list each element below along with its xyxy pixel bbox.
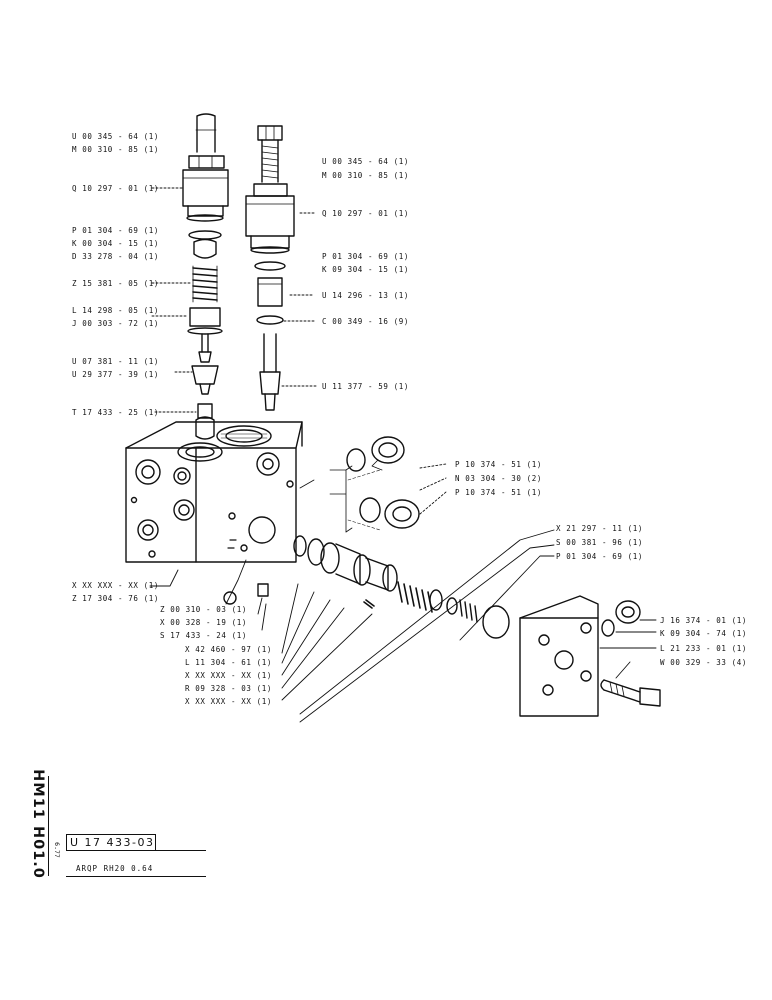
leader-lines [149,187,657,723]
part-label: X 21 297 - 11 (1) [556,524,643,533]
title-block-rule [48,776,49,876]
part-label: K 09 304 - 74 (1) [660,629,747,638]
valve-block [125,421,303,563]
part-number-box [66,834,156,850]
description-divider [66,876,206,877]
part-label: C 00 349 - 16 (9) [322,317,409,326]
part-label: W 00 329 - 33 (4) [660,658,747,667]
part-label: P 10 374 - 51 (1) [455,460,542,469]
part-label: Z 00 310 - 03 (1) [160,605,247,614]
part-label: P 01 304 - 69 (1) [322,252,409,261]
part-label: U 07 381 - 11 (1) [72,357,159,366]
part-label: L 11 304 - 61 (1) [185,658,272,667]
part-label: J 16 374 - 01 (1) [660,616,747,625]
drawing-code: HM11 H01.0 [29,769,47,879]
part-label: X XX XXX - XX (1) [185,697,272,706]
part-label: Z 17 304 - 76 (1) [72,594,159,603]
part-label: U 29 377 - 39 (1) [72,370,159,379]
part-label: S 17 433 - 24 (1) [160,631,247,640]
part-label: Q 10 297 - 01 (1) [72,184,159,193]
part-label: Q 10 297 - 01 (1) [322,209,409,218]
top-right-plugs [299,436,420,533]
horizontal-spool-assembly [223,535,661,717]
part-label: N 03 304 - 30 (2) [455,474,542,483]
right-valve-assembly [245,125,295,411]
part-label: M 00 310 - 85 (1) [322,171,409,180]
part-label: U 00 345 - 64 (1) [322,157,409,166]
part-label: P 01 304 - 69 (1) [72,226,159,235]
part-label: U 00 345 - 64 (1) [72,132,159,141]
part-label: X XX XXX - XX (1) [72,581,159,590]
title-divider [66,850,206,851]
left-valve-assembly [182,113,229,440]
drawing-date: 6.77 [52,835,62,865]
part-label: R 09 328 - 03 (1) [185,684,272,693]
part-label: M 00 310 - 85 (1) [72,145,159,154]
part-label: P 10 374 - 51 (1) [455,488,542,497]
part-label: P 01 304 - 69 (1) [556,552,643,561]
part-label: L 14 298 - 05 (1) [72,306,159,315]
part-label: K 09 304 - 15 (1) [322,265,409,274]
part-label: U 14 296 - 13 (1) [322,291,409,300]
part-label: J 00 303 - 72 (1) [72,319,159,328]
part-label: L 21 233 - 01 (1) [660,644,747,653]
part-label: U 11 377 - 59 (1) [322,382,409,391]
part-label: X 00 328 - 19 (1) [160,618,247,627]
part-label: X XX XXX - XX (1) [185,671,272,680]
part-label: D 33 278 - 04 (1) [72,252,159,261]
part-label: Z 15 381 - 05 (1) [72,279,159,288]
part-label: K 00 304 - 15 (1) [72,239,159,248]
drawing-code-text: HM11 H01.0 [30,769,46,879]
part-label: T 17 433 - 25 (1) [72,408,159,417]
drawing-date-text: 6.77 [53,842,61,858]
part-number: U 17 433-03 [70,836,155,849]
part-label: X 42 460 - 97 (1) [185,645,272,654]
assembly-description: ARQP RH20 0.64 [76,864,154,873]
part-label: S 00 381 - 96 (1) [556,538,643,547]
